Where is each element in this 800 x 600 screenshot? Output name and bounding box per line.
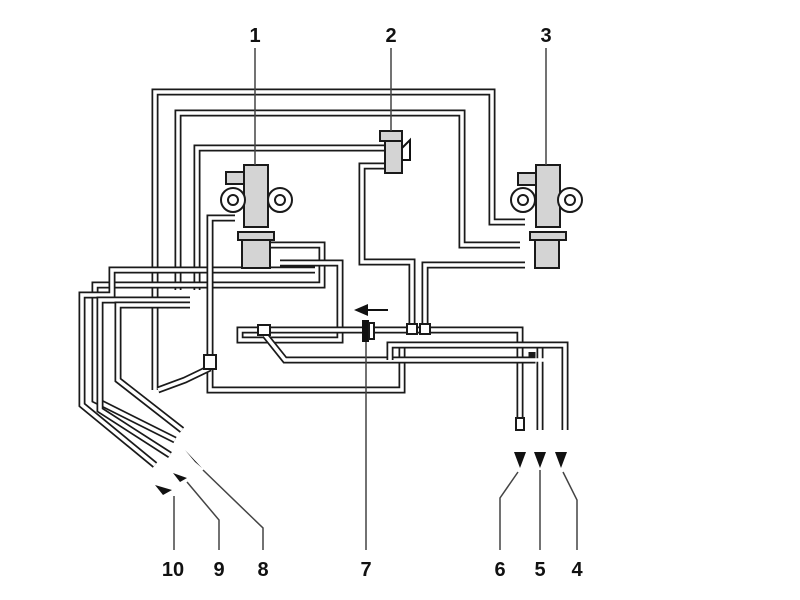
callout-10: 10 (162, 559, 184, 581)
leader-8 (202, 469, 264, 550)
hose-end-4-arrow-icon (555, 452, 567, 468)
hose-left-bundle-c (114, 301, 190, 433)
callout-4: 4 (571, 559, 583, 581)
hose-left-bundle-b (96, 296, 190, 458)
valve-block-left (220, 164, 293, 269)
callout-8: 8 (257, 559, 268, 581)
hose-valve-2-down (358, 162, 416, 328)
tee-fitting (419, 323, 431, 335)
inline-filter (362, 320, 375, 342)
hose-return-5 (386, 341, 569, 430)
hose-to-valve-2 (193, 144, 385, 290)
hose-end-8-arrow-icon (185, 450, 202, 468)
callout-7: 7 (360, 559, 371, 581)
hose-end-9-arrow-icon (173, 473, 187, 482)
callout-6: 6 (494, 559, 505, 581)
tee-fitting (203, 354, 217, 370)
leader-4 (562, 471, 578, 550)
hose-main-horizontal (335, 326, 524, 430)
hose-valve-3-down (421, 261, 525, 328)
left-arrow-icon (354, 304, 388, 316)
leader-6 (499, 471, 519, 550)
hose-end-6-arrow-icon (514, 452, 526, 468)
hose-end-5-arrow-icon (534, 452, 546, 468)
callout-9: 9 (213, 559, 224, 581)
hose-left-bundle-a (78, 266, 315, 468)
tee-fitting (257, 324, 271, 336)
leader-9 (186, 481, 220, 550)
valve-block-right (510, 164, 583, 269)
tee-fitting (406, 323, 418, 335)
hose-valve-1-outlet-b (236, 259, 344, 344)
callout-3: 3 (540, 25, 551, 47)
hose-outer-loop-a (151, 88, 525, 390)
hose-return-4 (262, 332, 550, 430)
callout-1: 1 (249, 25, 260, 47)
callout-5: 5 (534, 559, 545, 581)
hose-end-fitting (515, 417, 525, 431)
hose-outer-loop-b (174, 109, 520, 290)
small-valve-top (379, 130, 411, 174)
hose-tee-left (156, 364, 212, 394)
callout-2: 2 (385, 25, 396, 47)
hose-end-10-arrow-icon (155, 485, 172, 495)
